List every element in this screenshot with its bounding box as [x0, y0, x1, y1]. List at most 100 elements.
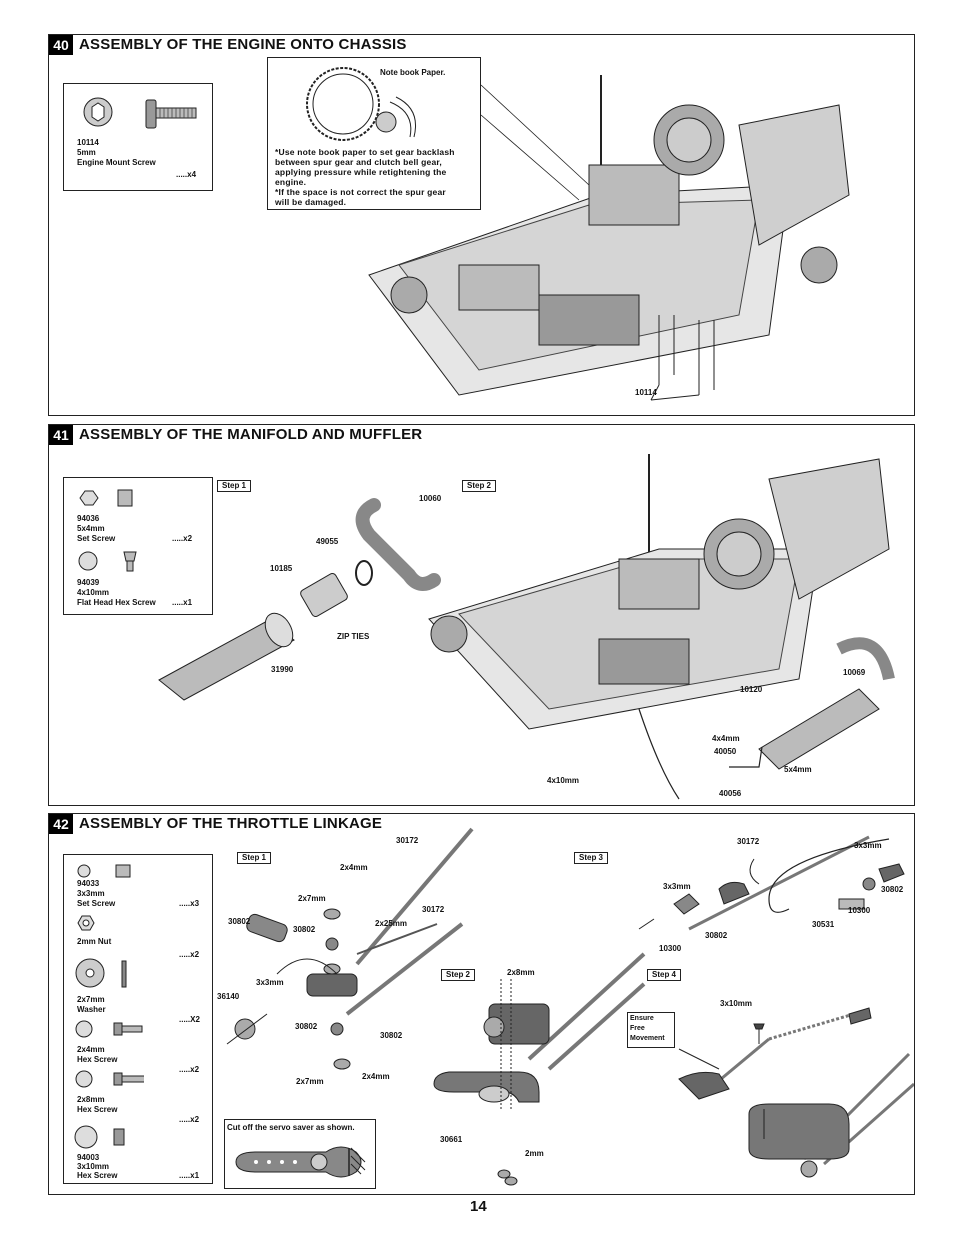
callout-10120: 10120 — [740, 685, 763, 694]
s1-callout-30172-a: 30172 — [396, 836, 419, 845]
callout-zip-ties: ZIP TIES — [337, 632, 370, 641]
s2-callout-2x8mm: 2x8mm — [507, 968, 535, 977]
note-line-2: between spur gear and clutch bell gear, — [275, 157, 442, 167]
part-94036-name: Set Screw — [77, 534, 116, 543]
s1-callout-36140: 36140 — [217, 992, 240, 1001]
s1-callout-30802-d: 30802 — [380, 1031, 403, 1040]
s1-callout-3x3mm: 3x3mm — [256, 978, 284, 987]
part-94003-qty: .....x1 — [179, 1171, 200, 1180]
note-line-6: will be damaged. — [275, 197, 347, 207]
callout-40056: 40056 — [719, 789, 742, 798]
part-2mm-nut-size: 2mm Nut — [77, 937, 112, 946]
servo-saver-arm-icon — [235, 1146, 366, 1178]
section-42-number: 42 — [49, 814, 73, 834]
part-94039-qty: .....x1 — [172, 598, 193, 607]
s42-step-1-tag: Step 1 — [237, 852, 272, 864]
section-40-title: ASSEMBLY OF THE ENGINE ONTO CHASSIS — [79, 36, 407, 53]
s1-callout-30802-a: 30802 — [228, 917, 251, 926]
section-42-parts-box: 94033 3x3mm Set Screw .....x3 2mm Nut ..… — [63, 854, 213, 1184]
s41-step-1-tag: Step 1 — [217, 480, 252, 492]
part-94033-code: 94033 — [77, 879, 100, 888]
s3-callout-30172: 30172 — [737, 837, 760, 846]
part-94033-qty: .....x3 — [179, 899, 200, 908]
s1-callout-30802-c: 30802 — [295, 1022, 318, 1031]
callout-10185: 10185 — [270, 564, 293, 573]
s3-callout-30531: 30531 — [812, 920, 835, 929]
s42-step-2-tag: Step 2 — [441, 969, 476, 981]
part-94003-size: 3x10mm — [77, 1162, 110, 1171]
throttle-linkage-step1-illustration — [226, 827, 474, 1070]
part-10114-qty: .....x4 — [176, 170, 197, 179]
s42-step-3-tag: Step 3 — [574, 852, 609, 864]
hardware-icons-column — [74, 864, 144, 1149]
part-2x4-screw-name: Hex Screw — [77, 1055, 118, 1064]
part-10114-size: 5mm — [77, 148, 96, 157]
section-40-panel: 40 ASSEMBLY OF THE ENGINE ONTO CHASSIS 1… — [48, 34, 915, 416]
part-94036-qty: .....x2 — [172, 534, 193, 543]
s42-step-4-tag: Step 4 — [647, 969, 682, 981]
ensure-free-movement-box: Ensure Free Movement — [627, 1012, 675, 1048]
part-10114-code: 10114 — [77, 138, 99, 147]
callout-4x4mm: 4x4mm — [712, 734, 740, 743]
s41-step-2-tag: Step 2 — [462, 480, 497, 492]
s1-callout-30802-b: 30802 — [293, 925, 316, 934]
note-line-1: *Use note book paper to set gear backlas… — [275, 147, 455, 157]
part-2x8-screw-qty: .....x2 — [179, 1115, 200, 1124]
callout-49055: 49055 — [316, 537, 339, 546]
spur-gear-icon — [306, 67, 416, 141]
s3-callout-10300-b: 10300 — [659, 944, 682, 953]
s3-callout-30802-a: 30802 — [881, 885, 904, 894]
section-40-parts-box: 10114 5mm Engine Mount Screw .....x4 — [63, 83, 213, 191]
servo-saver-cut-note: Cut off the servo saver as shown. — [227, 1123, 355, 1132]
s3-callout-30802-b: 30802 — [705, 931, 728, 940]
s3-callout-3x3mm-a: 3x3mm — [854, 841, 882, 850]
part-washer-qty: .....X2 — [179, 1015, 200, 1024]
part-94039-code: 94039 — [77, 578, 100, 587]
section-41-parts-box: 94036 5x4mm Set Screw .....x2 94039 4x10… — [63, 477, 213, 615]
section-42-panel: 42 ASSEMBLY OF THE THROTTLE LINKAGE 9403… — [48, 813, 915, 1195]
s1-callout-2x25mm: 2x25mm — [375, 919, 408, 928]
flat-head-screw-icon — [78, 551, 137, 572]
part-washer-name: Washer — [77, 1005, 106, 1014]
part-10114-name: Engine Mount Screw — [77, 158, 156, 167]
muffler-exploded-illustration — [158, 498, 441, 701]
s2-callout-30661: 30661 — [440, 1135, 463, 1144]
note-line-4: engine. — [275, 177, 307, 187]
s1-callout-2x7mm-b: 2x7mm — [296, 1077, 324, 1086]
callout-5x4mm: 5x4mm — [784, 765, 812, 774]
note-line-3: applying pressure while retightening the — [275, 167, 447, 177]
part-2mm-nut-qty: .....x2 — [179, 950, 200, 959]
callout-10069: 10069 — [843, 668, 866, 677]
throttle-linkage-step4-illustration — [678, 1007, 914, 1178]
note-line-5: *If the space is not correct the spur ge… — [275, 187, 446, 197]
s1-callout-2x4mm-a: 2x4mm — [340, 863, 368, 872]
s1-callout-2x4mm-b: 2x4mm — [362, 1072, 390, 1081]
part-washer-size: 2x7mm — [77, 995, 105, 1004]
set-screw-icon — [79, 489, 133, 507]
throttle-linkage-step2-illustration — [433, 952, 646, 1186]
part-94039-size: 4x10mm — [77, 588, 110, 597]
part-94003-name: Hex Screw — [77, 1171, 118, 1180]
s1-callout-2x7mm-a: 2x7mm — [298, 894, 326, 903]
part-94036-code: 94036 — [77, 514, 100, 523]
part-2x8-screw-name: Hex Screw — [77, 1105, 118, 1114]
part-2x4-screw-size: 2x4mm — [77, 1045, 105, 1054]
part-2x8-screw-size: 2x8mm — [77, 1095, 105, 1104]
part-94033-name: Set Screw — [77, 899, 116, 908]
nut-and-screw-icon — [83, 97, 197, 129]
s2-callout-2mm: 2mm — [525, 1149, 544, 1158]
callout-10060: 10060 — [419, 494, 442, 503]
s3-callout-3x3mm-b: 3x3mm — [663, 882, 691, 891]
s4-callout-3x10mm: 3x10mm — [720, 999, 753, 1008]
part-94033-size: 3x3mm — [77, 889, 105, 898]
s3-callout-10300-a: 10300 — [848, 906, 871, 915]
section-41-number: 41 — [49, 425, 73, 445]
section-41-panel: 41 ASSEMBLY OF THE MANIFOLD AND MUFFLER … — [48, 424, 915, 806]
ensure-line-1: Ensure — [630, 1015, 654, 1022]
section-40-number: 40 — [49, 35, 73, 55]
gear-backlash-note-box: Note book Paper. *Use note book paper to… — [267, 57, 481, 210]
part-2x4-screw-qty: .....x2 — [179, 1065, 200, 1074]
s1-callout-30172-b: 30172 — [422, 905, 445, 914]
chassis-with-muffler-illustration — [428, 454, 895, 800]
servo-saver-cut-box: Cut off the servo saver as shown. — [224, 1119, 376, 1189]
